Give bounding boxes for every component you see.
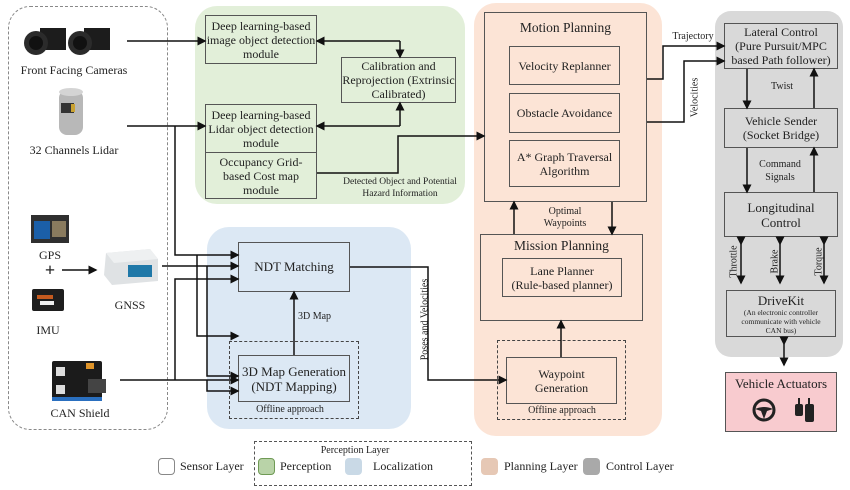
drivekit-title: DriveKit xyxy=(757,293,805,308)
occupancy-grid-module[interactable]: Occupancy Grid-based Cost map module xyxy=(205,152,317,199)
waypoint-generation-module[interactable]: Waypoint Generation xyxy=(506,357,617,404)
vehicle-sender-module[interactable]: Vehicle Sender (Socket Bridge) xyxy=(724,108,838,148)
map-generation-module[interactable]: 3D Map Generation (NDT Mapping) xyxy=(238,355,350,402)
lane-planner-line-2: (Rule-based planner) xyxy=(511,277,613,292)
map-generation-line-1: 3D Map Generation xyxy=(242,363,346,379)
hazard-info-label-2: Hazard Information xyxy=(362,189,438,199)
lidar-label: 32 Channels Lidar xyxy=(29,143,119,157)
legend-swatch-perception xyxy=(258,458,275,475)
waypoint-line-2: Generation xyxy=(534,380,589,395)
can-shield-icon xyxy=(50,359,108,403)
vehicle-actuators-title: Vehicle Actuators xyxy=(734,376,828,391)
legend-label-sensor: Sensor Layer xyxy=(180,459,244,473)
optimal-waypoints-label-1: Optimal xyxy=(548,206,582,217)
legend-swatch-planning xyxy=(481,458,498,475)
camera-icon xyxy=(22,26,118,58)
astar-line-1: A* Graph Traversal xyxy=(516,149,613,164)
sender-line-1: Vehicle Sender xyxy=(744,114,818,128)
brake-label: Brake xyxy=(769,249,781,274)
gps-board-icon xyxy=(30,213,70,245)
map-generation-line-2: (NDT Mapping) xyxy=(251,378,337,394)
ndt-matching-module[interactable]: NDT Matching xyxy=(238,242,350,292)
sensor-layer-region xyxy=(8,6,168,430)
gnss-receiver-icon xyxy=(100,245,160,289)
gnss-label: GNSS xyxy=(114,298,146,312)
obstacle-avoidance-module[interactable]: Obstacle Avoidance xyxy=(509,93,620,133)
lidar-icon xyxy=(58,87,84,137)
legend-swatch-control xyxy=(583,458,600,475)
vehicle-actuators-module[interactable]: Vehicle Actuators xyxy=(725,372,837,432)
velocities-label: Velocities xyxy=(689,77,701,118)
poses-velocities-label: Poses and Velocities xyxy=(419,278,431,361)
legend-label-control: Control Layer xyxy=(606,459,674,473)
image-detection-module[interactable]: Deep learning-based image object detecti… xyxy=(205,15,317,64)
waypoint-line-1: Waypoint xyxy=(538,366,585,381)
legend-swatch-sensor xyxy=(158,458,175,475)
lane-planner-module[interactable]: Lane Planner (Rule-based planner) xyxy=(502,258,622,297)
longitudinal-control-module[interactable]: Longitudinal Control xyxy=(724,192,838,237)
velocity-replanner-module[interactable]: Velocity Replanner xyxy=(509,46,620,85)
astar-line-2: Algorithm xyxy=(539,163,590,178)
drivekit-line-1: (An electronic controller xyxy=(743,308,819,317)
command-signals-label-2: Signals xyxy=(765,172,795,183)
lateral-control-module[interactable]: Lateral Control (Pure Pursuit/MPC based … xyxy=(724,23,838,69)
legend-group-title: Perception Layer xyxy=(320,445,390,456)
imu-label: IMU xyxy=(36,323,60,337)
localization-offline-label: Offline approach xyxy=(256,404,324,415)
lidar-detection-module[interactable]: Deep learning-based Lidar object detecti… xyxy=(205,104,317,153)
sender-line-2: (Socket Bridge) xyxy=(742,128,820,142)
drivekit-line-2: communicate with vehicle xyxy=(741,317,821,326)
steering-wheel-icon xyxy=(752,398,776,422)
lateral-line-1: Lateral Control xyxy=(744,25,818,39)
optimal-waypoints-label-2: Waypoints xyxy=(543,218,587,229)
twist-label: Twist xyxy=(770,81,794,92)
motion-planning-title: Motion Planning xyxy=(519,20,612,35)
can-shield-label: CAN Shield xyxy=(50,406,110,420)
calibration-module[interactable]: Calibration and Reprojection (Extrinsic … xyxy=(341,57,456,103)
motion-planning-module[interactable]: Motion Planning xyxy=(484,12,647,202)
longitudinal-line-2: Control xyxy=(761,214,801,230)
legend-perception-group xyxy=(254,441,472,486)
legend-label-perception: Perception xyxy=(280,459,332,473)
legend-label-planning: Planning Layer xyxy=(504,459,578,473)
lateral-line-3: based Path follower) xyxy=(731,53,831,67)
pedals-icon xyxy=(794,397,816,423)
command-signals-label-1: Command xyxy=(759,159,801,170)
legend-label-localization: Localization xyxy=(373,459,433,473)
legend-swatch-localization xyxy=(345,458,362,475)
gps-label: GPS xyxy=(38,248,61,262)
drivekit-module[interactable]: DriveKit (An electronic controller commu… xyxy=(726,290,836,337)
mission-planning-title: Mission Planning xyxy=(514,238,609,253)
longitudinal-line-1: Longitudinal xyxy=(747,199,815,215)
planning-offline-label: Offline approach xyxy=(528,405,596,416)
hazard-info-label-1: Detected Object and Potential xyxy=(343,177,457,187)
cameras-label: Front Facing Cameras xyxy=(20,63,128,77)
torque-label: Torque xyxy=(813,247,825,276)
drivekit-line-3: CAN bus) xyxy=(765,326,797,335)
plus-sign: + xyxy=(44,260,56,280)
lane-planner-line-1: Lane Planner xyxy=(530,263,594,278)
lateral-line-2: (Pure Pursuit/MPC xyxy=(735,39,827,53)
trajectory-label: Trajectory xyxy=(672,31,714,42)
3d-map-label: 3D Map xyxy=(298,311,332,322)
imu-icon xyxy=(30,285,66,315)
astar-module[interactable]: A* Graph Traversal Algorithm xyxy=(509,140,620,187)
throttle-label: Throttle xyxy=(728,245,740,278)
